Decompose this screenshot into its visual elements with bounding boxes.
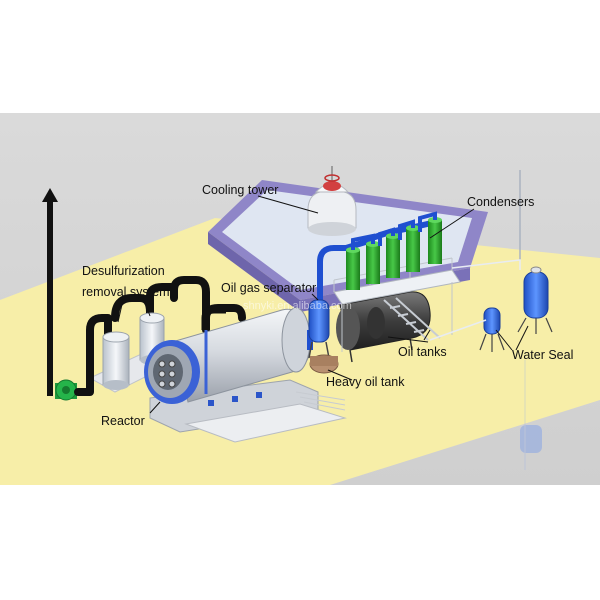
- label-reactor: Reactor: [101, 414, 145, 428]
- induced-draft-fan: [55, 379, 77, 401]
- desulfurization-piping: [74, 276, 246, 396]
- condensers: [346, 211, 442, 290]
- leader-lines: [117, 195, 529, 414]
- oil-gas-separator: [308, 299, 330, 359]
- reactor: [144, 306, 312, 404]
- condenser-4: [406, 225, 420, 272]
- label-heavy-oil-tank: Heavy oil tank: [326, 375, 405, 389]
- condenser-3: [386, 233, 400, 278]
- exhaust-stack: [42, 188, 58, 396]
- label-desulfurization-1: Desulfurization: [82, 264, 165, 278]
- cooling-tower: [307, 166, 357, 236]
- label-water-seal: Water Seal: [512, 348, 573, 362]
- label-oil-gas-separator: Oil gas separator: [221, 281, 316, 295]
- label-desulfurization-2: removal system: [82, 285, 170, 299]
- condenser-1: [346, 247, 360, 290]
- condenser-2: [366, 241, 380, 284]
- condenser-5: [428, 217, 442, 264]
- label-condensers: Condensers: [467, 195, 534, 209]
- desulfurization-tower-1: [102, 331, 130, 390]
- water-seal-large: [517, 170, 553, 334]
- water-seal-piping: [429, 259, 521, 341]
- watermark: shnyki.en.alibaba.com: [243, 300, 352, 312]
- heavy-oil-tank: [309, 354, 339, 374]
- ground-reflection: [520, 360, 542, 470]
- label-cooling-tower: Cooling tower: [202, 183, 278, 197]
- label-oil-tanks: Oil tanks: [398, 345, 447, 359]
